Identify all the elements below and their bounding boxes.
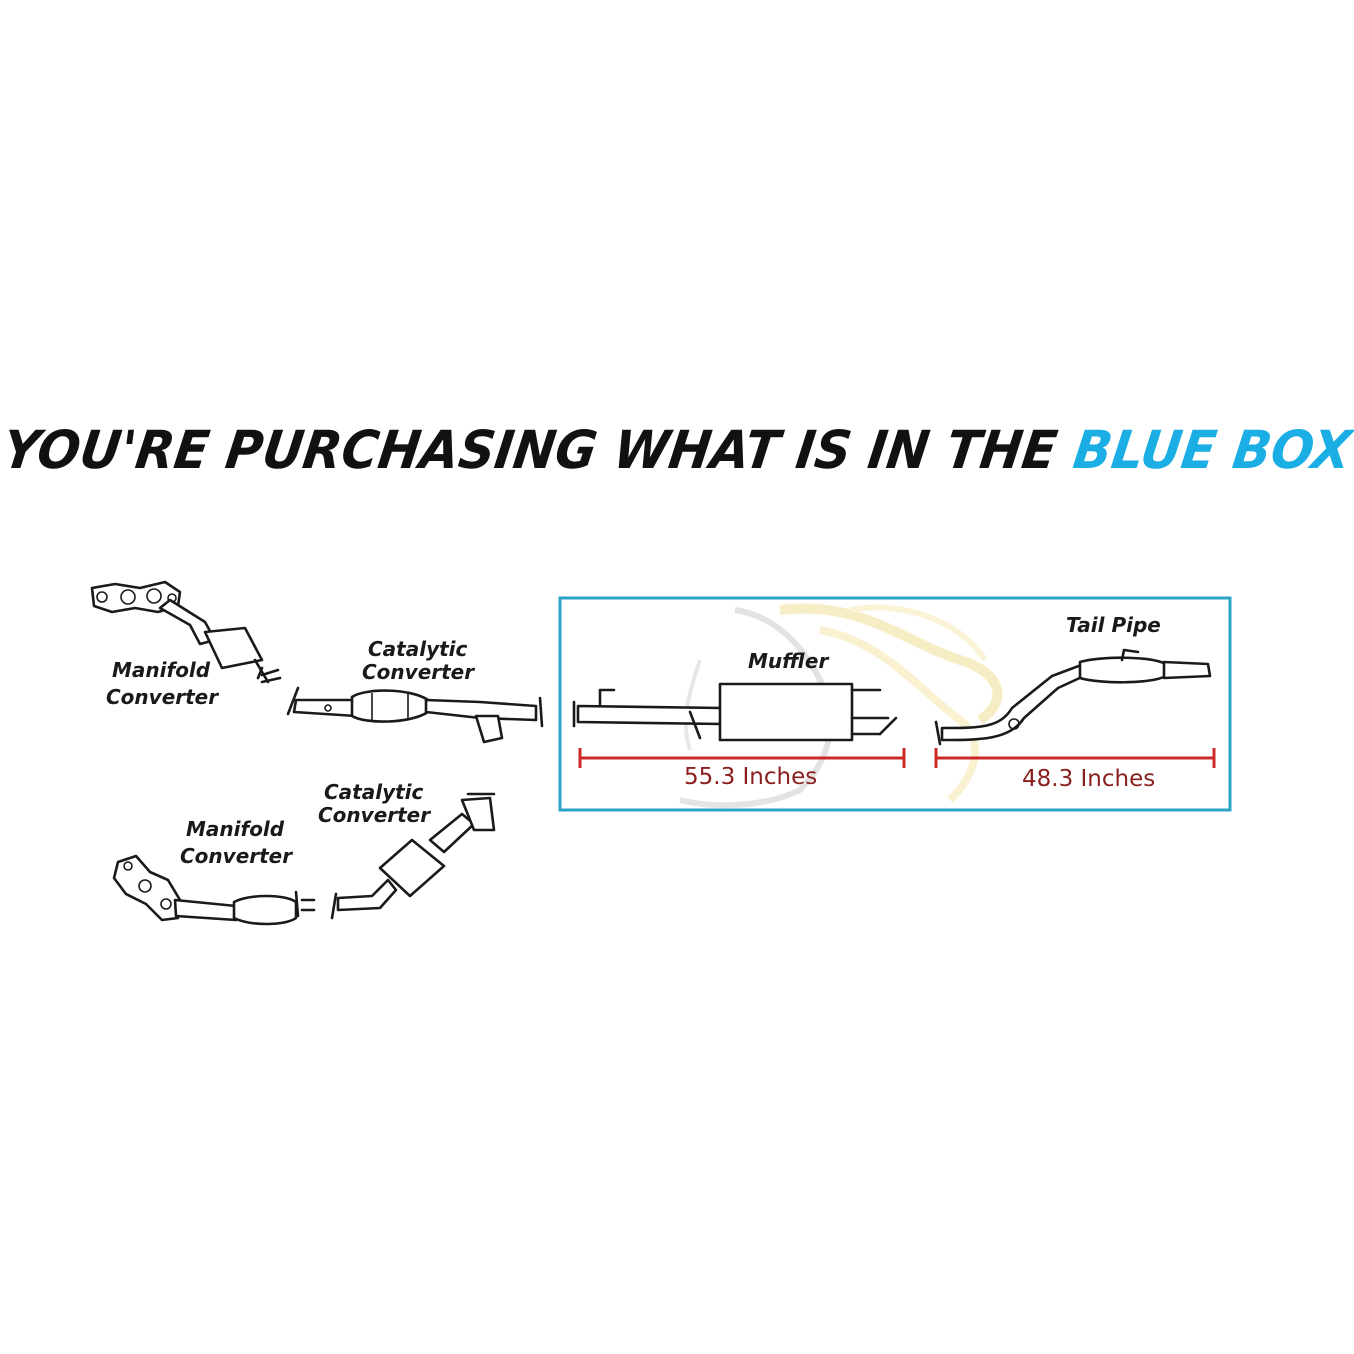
tail-pipe-dimension-line	[934, 748, 1216, 768]
tail-pipe-assembly	[934, 648, 1212, 746]
muffler-length-label: 55.3 Inches	[684, 764, 817, 790]
muffler-dimension-line	[578, 748, 906, 768]
lower-manifold-converter	[112, 854, 316, 926]
muffler-label: Muffler	[748, 649, 829, 673]
upper-manifold-label-line2: Converter	[106, 685, 219, 709]
lower-manifold-label-line1: Manifold	[186, 817, 285, 841]
lower-catalytic-converter	[330, 792, 496, 920]
tail-pipe-length-label: 48.3 Inches	[1022, 766, 1155, 792]
lower-catalytic-label-line2: Converter	[318, 803, 431, 827]
watermark-logo	[679, 603, 1003, 809]
upper-catalytic-label-line1: Catalytic	[368, 637, 468, 661]
tail-pipe-label: Tail Pipe	[1066, 613, 1161, 637]
blue-box	[558, 596, 1232, 812]
upper-catalytic-converter	[286, 686, 544, 744]
upper-manifold-converter	[90, 580, 282, 684]
upper-manifold-label-line1: Manifold	[112, 658, 211, 682]
upper-catalytic-label-line2: Converter	[362, 660, 475, 684]
lower-catalytic-label-line1: Catalytic	[324, 780, 424, 804]
muffler-assembly	[572, 682, 898, 742]
lower-manifold-label-line2: Converter	[180, 844, 293, 868]
